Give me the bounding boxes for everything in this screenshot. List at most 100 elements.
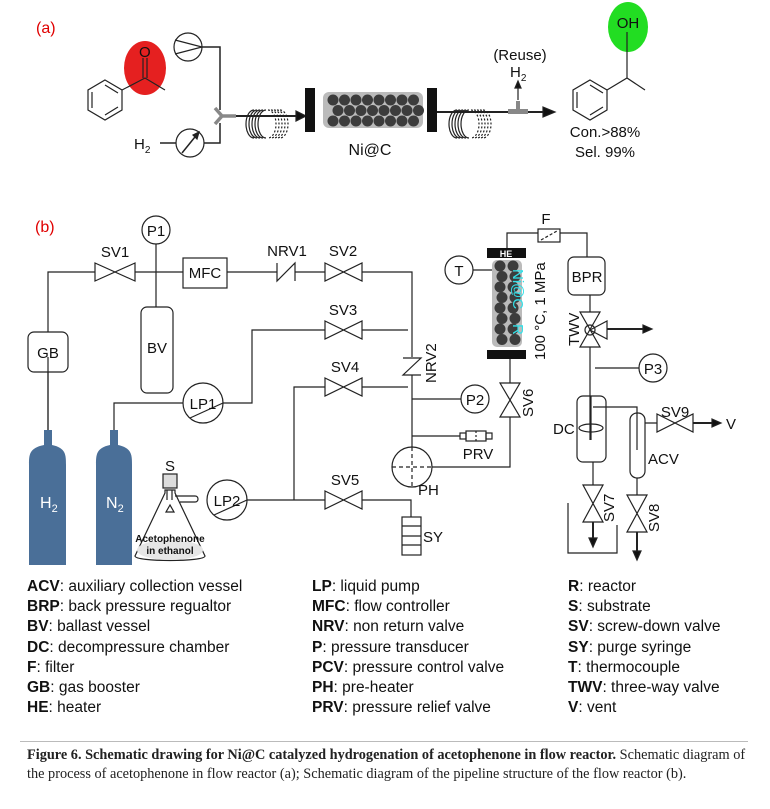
catalyst-bead bbox=[494, 323, 506, 335]
carbonyl-bonds bbox=[121, 58, 166, 91]
catalyst-bead bbox=[496, 313, 508, 324]
coil-loop-back bbox=[476, 109, 486, 139]
oh-label: OH bbox=[617, 15, 640, 32]
catalyst-bead bbox=[507, 281, 519, 293]
nrv2-label: NRV2 bbox=[423, 343, 440, 383]
f-label: F bbox=[541, 211, 550, 228]
caption-title: Figure 6. Schematic drawing for Ni@C cat… bbox=[27, 747, 617, 763]
legend-item: TWV: three-way valve bbox=[568, 678, 720, 698]
sv8-label: SV8 bbox=[646, 504, 663, 532]
separator-stem bbox=[516, 101, 520, 109]
legend-desc: : back pressure regualtor bbox=[59, 598, 232, 616]
flask-label-line1: Acetophenone bbox=[135, 534, 205, 545]
legend-abbr: SV bbox=[568, 618, 589, 636]
valve-sv2 bbox=[324, 262, 363, 282]
coil-loop bbox=[460, 109, 470, 139]
legend-item: BRP: back pressure regualtor bbox=[27, 597, 242, 617]
legend-abbr: PCV bbox=[312, 658, 344, 676]
coil-loop bbox=[245, 109, 255, 139]
legend-desc: : decompressure chamber bbox=[49, 638, 230, 656]
sv1-label: SV1 bbox=[101, 244, 129, 261]
legend-abbr: BV bbox=[27, 618, 49, 636]
ballast-vessel bbox=[140, 306, 174, 394]
legend-abbr: NRV bbox=[312, 618, 345, 636]
legend-item: MFC: flow controller bbox=[312, 597, 504, 617]
legend-desc: : non return valve bbox=[344, 618, 465, 636]
legend-abbr: MFC bbox=[312, 598, 346, 616]
catalyst-bead bbox=[509, 313, 521, 324]
catalyst-bead bbox=[344, 105, 355, 116]
lp1-label: LP1 bbox=[190, 396, 217, 413]
coil-loop-back bbox=[273, 109, 283, 139]
outlet-arrow bbox=[542, 106, 557, 118]
non-return-valve-1 bbox=[276, 261, 296, 283]
catalyst-bead bbox=[378, 105, 390, 116]
coil-loop bbox=[251, 109, 261, 139]
non-return-valve-2 bbox=[401, 357, 423, 376]
ring-double-bonds bbox=[91, 84, 119, 116]
syringe-marks bbox=[402, 525, 421, 546]
bv-label: BV bbox=[147, 340, 167, 357]
legend-item: PRV: pressure relief valve bbox=[312, 698, 504, 718]
legend-item: SV: screw-down valve bbox=[568, 617, 720, 637]
p3-label: P3 bbox=[644, 361, 662, 378]
legend-abbr: HE bbox=[27, 699, 49, 717]
reactant-highlight bbox=[124, 41, 166, 95]
catalyst-bead bbox=[396, 94, 408, 106]
screw-down-valves bbox=[94, 262, 694, 533]
coil-loop-back bbox=[482, 109, 492, 139]
t-label: T bbox=[454, 263, 463, 280]
panel-a-label: (a) bbox=[36, 20, 56, 37]
coil-loop-back bbox=[470, 109, 480, 139]
catalyst-bead bbox=[496, 292, 508, 303]
catalyst-bead bbox=[507, 302, 519, 314]
h2-feed-label: H2 bbox=[134, 136, 151, 156]
twv-outlet-arrow bbox=[642, 324, 654, 334]
reactor-catalyst-label: Ni@C bbox=[509, 269, 526, 309]
h2-cylinder bbox=[29, 430, 66, 565]
catalyst-bead bbox=[327, 94, 339, 106]
reactor-beads bbox=[494, 260, 521, 345]
catalyst-bead bbox=[362, 94, 373, 106]
gauge-arrowhead bbox=[191, 130, 200, 141]
coil-loop bbox=[451, 109, 461, 139]
sv4-label: SV4 bbox=[331, 359, 359, 376]
legend-abbr: ACV bbox=[27, 578, 60, 595]
catalyst-bead bbox=[496, 271, 508, 282]
thermocouple bbox=[444, 255, 474, 285]
p2-label: P2 bbox=[466, 392, 484, 409]
legend-desc: : pressure control valve bbox=[343, 658, 505, 676]
catalyst-bead bbox=[507, 323, 519, 335]
catalyst-bead bbox=[507, 260, 519, 272]
catalyst-bead bbox=[494, 260, 506, 272]
acetophenone-structure: O bbox=[87, 41, 166, 121]
mass-flow-controller bbox=[182, 257, 228, 289]
legend-desc: : substrate bbox=[578, 598, 651, 616]
sv2-label: SV2 bbox=[329, 243, 357, 260]
legend-desc: : heater bbox=[48, 699, 102, 717]
coil-loop-back bbox=[276, 109, 286, 139]
legend-desc: : vent bbox=[578, 699, 617, 717]
flow-reactor: HE Ni@C R bbox=[487, 248, 526, 359]
flask-liquid bbox=[137, 540, 203, 560]
catalyst-bead bbox=[390, 105, 401, 116]
he-label: HE bbox=[500, 249, 513, 259]
valve-sv5 bbox=[324, 490, 363, 510]
reuse-label: (Reuse) bbox=[493, 47, 546, 64]
coil-loop bbox=[257, 109, 267, 139]
valve-sv8 bbox=[625, 494, 649, 533]
pipes bbox=[47, 232, 657, 554]
legend-abbr: PRV bbox=[312, 699, 344, 717]
feed-lines bbox=[160, 46, 221, 144]
legend-item: F: filter bbox=[27, 658, 242, 678]
catalyst-bead bbox=[350, 94, 362, 106]
ph-label: PH bbox=[418, 482, 439, 499]
legend-item: SY: purge syringe bbox=[568, 638, 720, 658]
legend-item: NRV: non return valve bbox=[312, 617, 504, 637]
three-way-valve-branch bbox=[588, 320, 608, 340]
lp2-slash bbox=[213, 499, 248, 516]
pre-heater bbox=[391, 446, 433, 488]
flask-stopper bbox=[162, 473, 178, 489]
legend-item: LP: liquid pump bbox=[312, 577, 504, 597]
conversion-label: Con.>88% bbox=[570, 124, 640, 141]
